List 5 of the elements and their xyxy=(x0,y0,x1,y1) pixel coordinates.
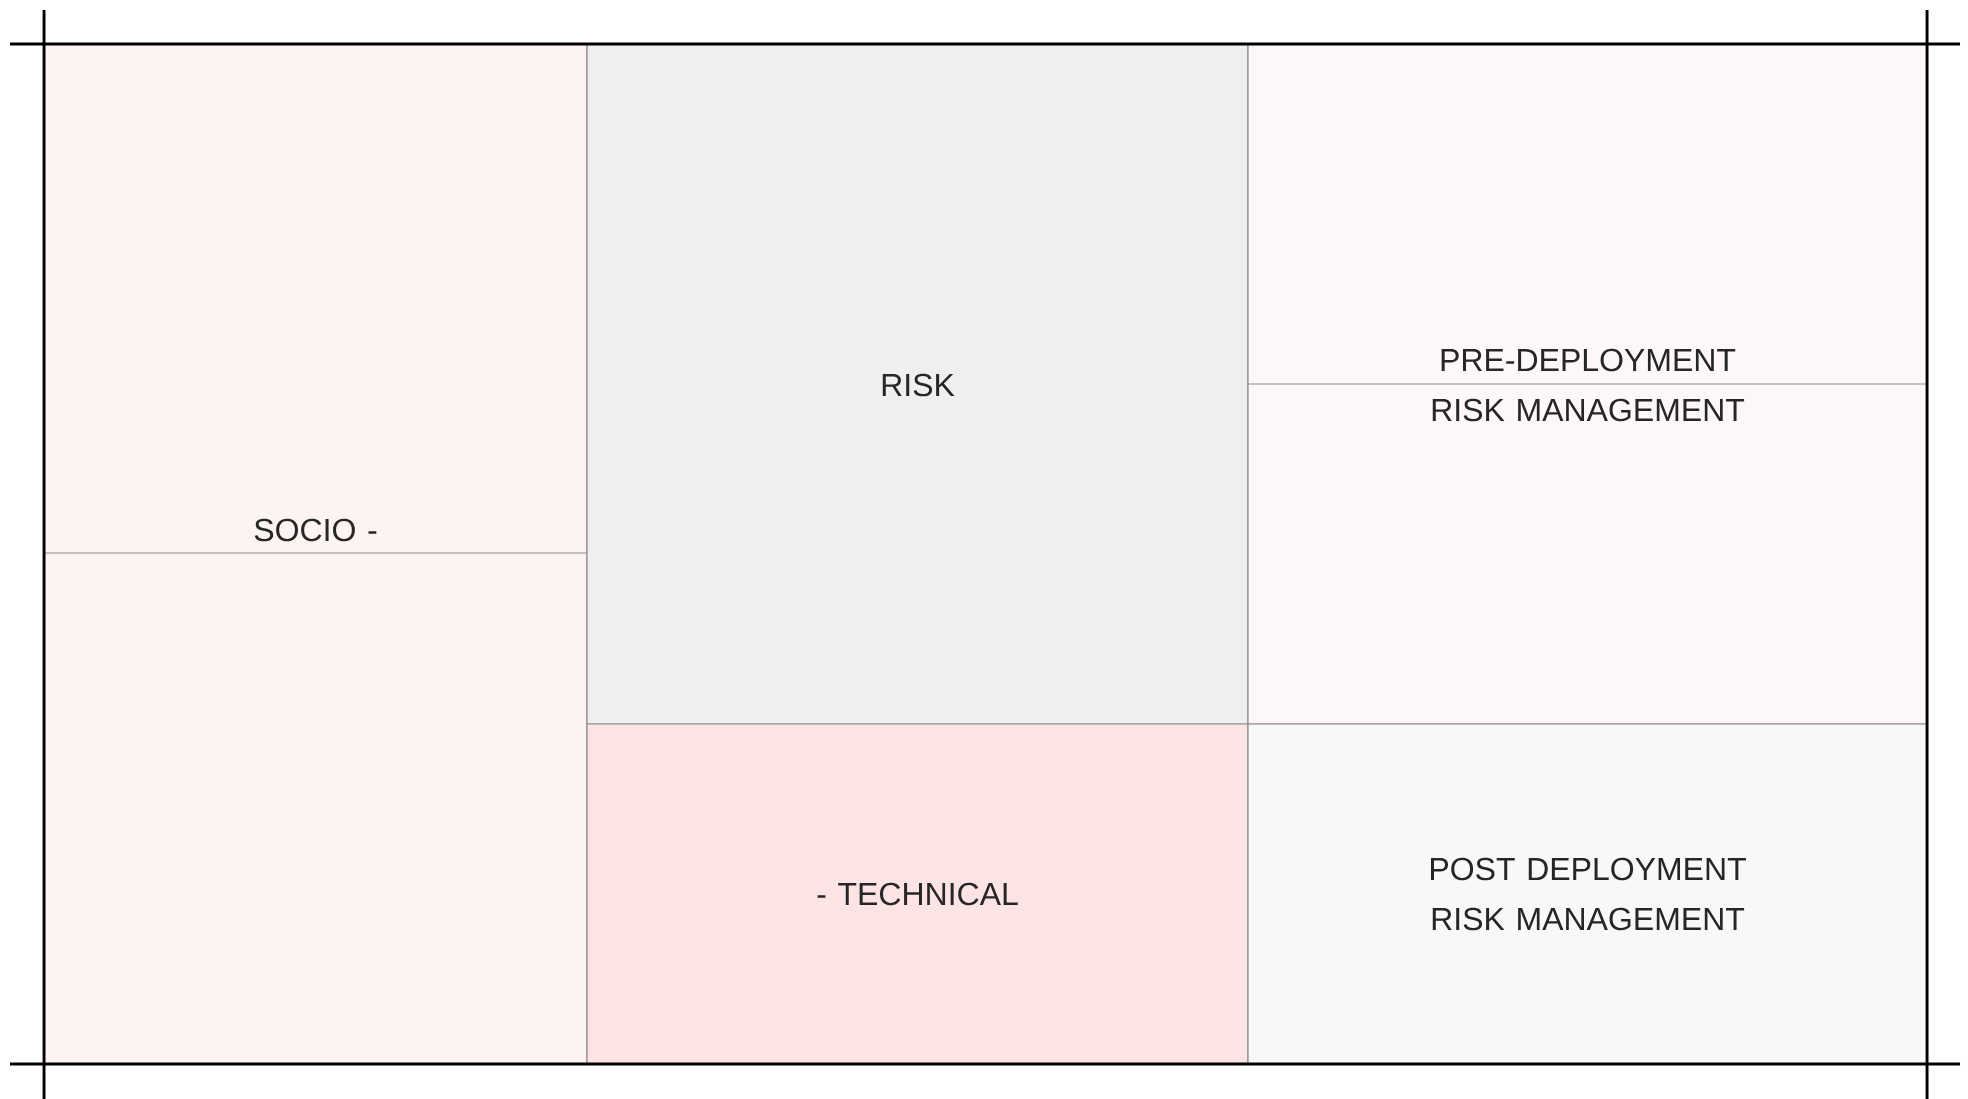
quadrant-box: - TECHNICAL xyxy=(586,723,1249,1065)
quadrant-box: POST DEPLOYMENT RISK MANAGEMENT xyxy=(1247,723,1928,1065)
quadrant-box: SOCIO - xyxy=(43,43,588,1065)
quadrant-box: RISK xyxy=(586,43,1249,725)
quadrant-box: PRE-DEPLOYMENT RISK MANAGEMENT xyxy=(1247,43,1928,725)
